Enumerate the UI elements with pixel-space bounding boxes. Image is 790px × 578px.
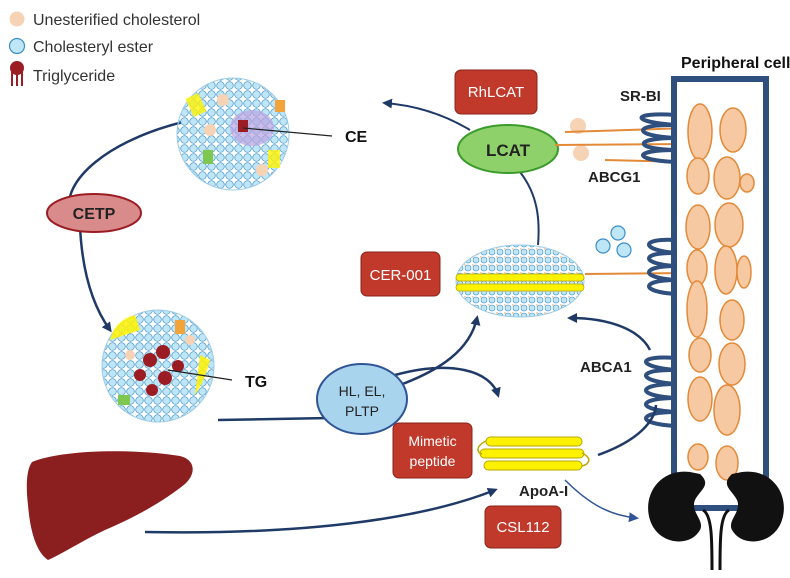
apoa1-to-kidney-arrow xyxy=(564,479,639,523)
abca1-transporter xyxy=(644,355,677,428)
unesterified-cholesterol-dot xyxy=(570,118,586,134)
large-hdl-particle-tg xyxy=(101,309,215,423)
mimetic-label: Mimetic xyxy=(408,433,456,449)
cer-001-box: CER-001 xyxy=(360,251,441,297)
legend: Unesterified cholesterol Cholesteryl est… xyxy=(8,11,200,86)
csl112-box: CSL112 xyxy=(484,505,562,549)
legend-unesterified-label: Unesterified cholesterol xyxy=(33,12,200,29)
cetp-node: CETP xyxy=(46,193,142,233)
tg-pointer-line xyxy=(167,369,233,381)
rhlcat-box: RhLCAT xyxy=(454,69,538,115)
sr-bi-efflux-line xyxy=(564,127,691,133)
apoa1-to-abca1-arrow xyxy=(597,404,658,457)
tg-to-hl-arrow xyxy=(217,416,331,422)
unesterified-cholesterol-dot xyxy=(573,145,589,161)
discoidal-hdl-particle xyxy=(455,244,585,318)
peripheral-cell xyxy=(671,76,769,511)
mimetic-peptide-box: Mimetic peptide xyxy=(392,422,473,479)
lcat-to-ce-arrow xyxy=(382,98,471,131)
cholesteryl-ester-dot xyxy=(595,238,611,254)
cetp-label: CETP xyxy=(73,206,116,223)
liver-to-apoa1-arrow xyxy=(144,487,498,534)
cholesteryl-ester-dot xyxy=(616,242,632,258)
kidney-icon xyxy=(648,471,784,571)
peripheral-cell-label: Peripheral cell xyxy=(681,55,790,72)
liver-icon xyxy=(26,451,193,560)
large-hdl-particle-ce xyxy=(176,77,290,191)
apoa1-helices xyxy=(477,436,590,471)
lcat-label: LCAT xyxy=(486,141,531,160)
legend-cholesteryl-ester-label: Cholesteryl ester xyxy=(33,39,154,56)
efflux-line xyxy=(554,143,691,146)
hl-el-pltp-node: HL, EL, PLTP xyxy=(316,363,408,435)
csl112-label: CSL112 xyxy=(496,519,549,536)
triglyceride-icon xyxy=(10,61,24,86)
abca1-label: ABCA1 xyxy=(580,359,632,376)
cholesteryl-ester-dot xyxy=(610,225,626,241)
pltp-label: PLTP xyxy=(345,403,379,419)
ce-pointer-line xyxy=(242,127,333,137)
unesterified-cholesterol-icon xyxy=(9,11,25,27)
rhlcat-label: RhLCAT xyxy=(468,84,524,101)
sr-bi-label: SR-BI xyxy=(620,88,661,105)
legend-triglyceride-label: Triglyceride xyxy=(33,68,115,85)
abcg1-transporter xyxy=(641,148,677,164)
abcg1-label: ABCG1 xyxy=(588,169,641,186)
hl-to-disc-arrow xyxy=(399,315,481,387)
cholesteryl-ester-icon xyxy=(8,37,26,55)
lcat-node: LCAT xyxy=(457,124,559,174)
cetp-arrow-lower xyxy=(78,225,112,333)
abca1-to-disc-arrow xyxy=(567,313,652,351)
hl-to-apoa1-arrow xyxy=(394,366,501,398)
tg-label: TG xyxy=(245,374,267,391)
apoa1-label: ApoA-I xyxy=(519,483,568,500)
disc-to-lcat-arrow xyxy=(519,171,540,246)
peptide-label: peptide xyxy=(410,453,456,469)
cer-001-label: CER-001 xyxy=(370,267,432,284)
disc-transporter xyxy=(647,237,677,296)
ce-label: CE xyxy=(345,129,368,146)
hl-el-label: HL, EL, xyxy=(339,383,386,399)
